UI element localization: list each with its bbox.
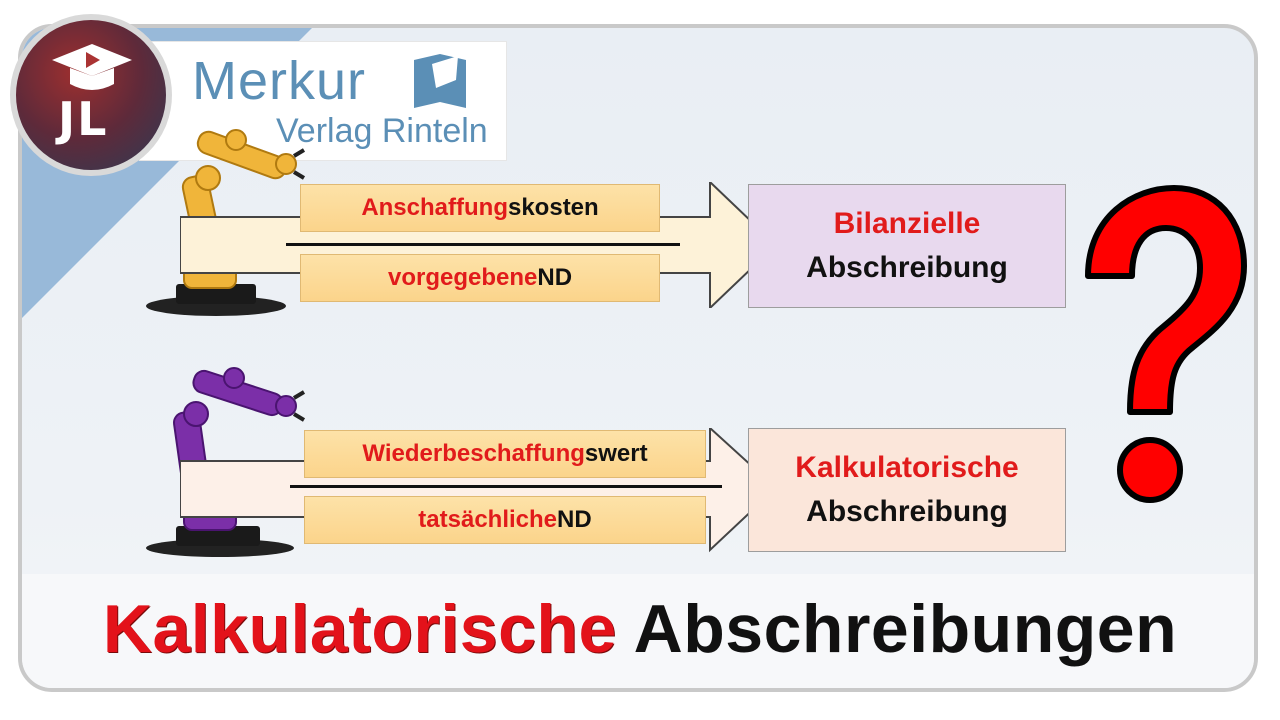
question-mark-icon [1085,185,1247,503]
row1-result-line1: Bilanzielle [833,207,981,240]
row2-result-box: Kalkulatorische Abschreibung [748,428,1066,552]
row1-result-line2: Abschreibung [806,251,1008,284]
logo-brand: Merkur [192,51,367,111]
row2-denominator-prefix: tatsächliche [418,506,558,533]
row1-numerator-suffix: skosten [507,194,599,221]
row2-denominator-suffix: ND [557,506,592,533]
arrow-row2 [180,428,778,553]
book-icon [414,54,466,108]
title-red-part: Kalkulatorische [102,591,617,667]
row1-denominator-suffix: ND [537,264,573,291]
row2-result-line2: Abschreibung [806,495,1008,528]
row1-result-box: Bilanzielle Abschreibung [748,184,1066,308]
row2-denominator-box: tatsächliche ND [304,496,706,544]
row2-fraction-line [290,485,722,488]
row2-numerator-prefix: Wiederbeschaffung [362,440,585,467]
row2-numerator-suffix: swert [584,440,648,467]
logo-sub: Verlag Rinteln [276,112,488,150]
title-band [22,574,1254,688]
row1-denominator-prefix: vorgegebene [387,264,538,291]
jl-avatar: JL [10,14,172,176]
row1-denominator-box: vorgegebene ND [300,254,660,302]
title-black-part: Abschreibungen [633,591,1178,667]
row2-result-line1: Kalkulatorische [795,451,1019,484]
badge-text: JL [58,92,109,146]
graduation-cap-icon [52,44,132,90]
slide-title: Kalkulatorische Abschreibungen [0,590,1280,668]
row1-fraction-line [286,243,680,246]
row1-numerator-prefix: Anschaffung [361,194,508,221]
